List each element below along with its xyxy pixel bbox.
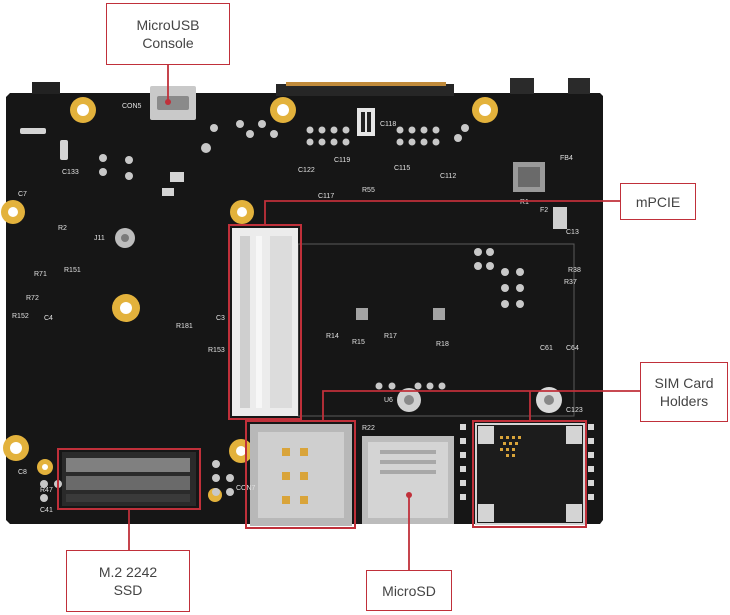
silk-r15: R15 bbox=[352, 339, 365, 346]
silk-j11: J11 bbox=[94, 235, 105, 242]
silk-r1: R1 bbox=[520, 199, 529, 206]
left-connector bbox=[32, 82, 60, 94]
leader-sim bbox=[322, 390, 640, 421]
silk-c61: C61 bbox=[540, 345, 553, 352]
silk-r22: R22 bbox=[362, 425, 375, 432]
right-top-jack-2 bbox=[568, 78, 590, 94]
callout-microusb-console: MicroUSB Console bbox=[106, 3, 230, 65]
standoff bbox=[404, 395, 414, 405]
mounting-hole-icon bbox=[1, 97, 562, 502]
leader-dot-microsd bbox=[406, 492, 412, 498]
silk-r181: R181 bbox=[176, 323, 193, 330]
callout-mpcie-line1: mPCIE bbox=[635, 193, 681, 210]
silk-r2: R2 bbox=[58, 225, 67, 232]
silk-r72: R72 bbox=[26, 295, 39, 302]
silk-fb4: FB4 bbox=[560, 155, 573, 162]
top-edge-connector bbox=[276, 84, 454, 96]
chip bbox=[518, 167, 540, 187]
silk-c7: C7 bbox=[18, 191, 27, 198]
silk-f2: F2 bbox=[540, 207, 548, 214]
silk-c119: C119 bbox=[334, 157, 350, 164]
callout-m2-ssd: M.2 2242 SSD bbox=[66, 550, 190, 612]
component bbox=[60, 140, 68, 160]
silk-c117: C117 bbox=[318, 193, 334, 200]
silk-r151: R151 bbox=[64, 267, 81, 274]
silk-c123: C123 bbox=[566, 407, 583, 414]
silk-c13: C13 bbox=[566, 229, 579, 236]
silk-c118: C118 bbox=[380, 121, 396, 128]
component bbox=[20, 128, 46, 134]
silk-r55: R55 bbox=[362, 187, 375, 194]
silk-c112: C112 bbox=[440, 173, 456, 180]
chip bbox=[356, 308, 368, 320]
sim-holder-2 bbox=[475, 423, 585, 525]
chip bbox=[361, 112, 365, 132]
silk-c64: C64 bbox=[566, 345, 579, 352]
silk-c115: C115 bbox=[394, 165, 410, 172]
silk-r14: R14 bbox=[326, 333, 339, 340]
silk-c122: C122 bbox=[298, 167, 315, 174]
silk-c8: C8 bbox=[18, 469, 27, 476]
sim-holder-1 bbox=[250, 424, 352, 526]
silk-r153: R153 bbox=[208, 347, 225, 354]
mpcie-connector bbox=[232, 228, 298, 416]
m2-connector bbox=[62, 452, 196, 506]
callout-microusb-line2: Console bbox=[142, 35, 194, 51]
leader-mpcie bbox=[264, 200, 620, 225]
chip bbox=[553, 207, 567, 229]
callout-mpcie: mPCIE bbox=[620, 183, 696, 220]
callout-microsd: MicroSD bbox=[366, 570, 452, 611]
silk-con5: CON5 bbox=[122, 103, 142, 110]
silk-r47: R47 bbox=[40, 487, 53, 494]
microsd-slot bbox=[362, 436, 454, 524]
chip bbox=[433, 308, 445, 320]
callout-sim-line2: Holders bbox=[659, 393, 709, 409]
component bbox=[170, 172, 184, 182]
header-pins bbox=[460, 424, 594, 500]
top-edge-pins bbox=[286, 82, 446, 86]
silk-r18: R18 bbox=[436, 341, 449, 348]
silk-c41: C41 bbox=[40, 507, 53, 514]
standoff bbox=[121, 234, 129, 242]
right-top-jack bbox=[510, 78, 534, 94]
leader-lines bbox=[128, 65, 640, 570]
silk-r17: R17 bbox=[384, 333, 397, 340]
silk-r71: R71 bbox=[34, 271, 47, 278]
pad-array bbox=[40, 120, 524, 502]
callout-sim-card-holders: SIM Card Holders bbox=[640, 362, 728, 422]
silk-u6: U6 bbox=[384, 397, 393, 404]
chip bbox=[357, 108, 375, 136]
silk-c4: C4 bbox=[44, 315, 53, 322]
chip bbox=[367, 112, 371, 132]
component bbox=[162, 188, 174, 196]
callout-microusb-line1: MicroUSB bbox=[136, 17, 200, 33]
callout-m2-line1: M.2 2242 bbox=[98, 564, 158, 580]
microusb-port bbox=[157, 96, 189, 110]
callout-m2-line2: SSD bbox=[113, 582, 143, 598]
callout-microsd-line1: MicroSD bbox=[382, 582, 436, 599]
callout-sim-line1: SIM Card bbox=[654, 375, 714, 391]
silk-c3: C3 bbox=[216, 315, 225, 322]
highlight-sim-1 bbox=[245, 420, 356, 529]
silk-r37: R37 bbox=[564, 279, 577, 286]
silk-c133: C133 bbox=[62, 169, 79, 176]
leader-dot-microusb bbox=[165, 99, 171, 105]
silk-r152: R152 bbox=[12, 313, 29, 320]
silk-r38: R38 bbox=[568, 267, 581, 274]
